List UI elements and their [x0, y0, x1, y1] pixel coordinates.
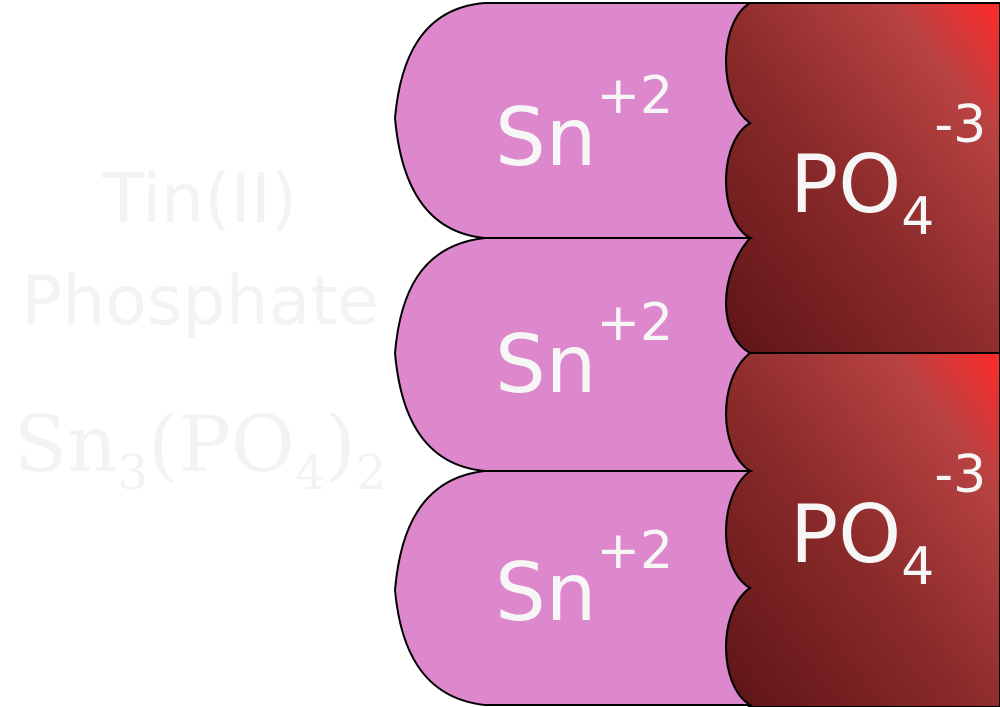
compound-formula: Sn3(PO4)2	[0, 395, 400, 523]
tin-ion-3-label: Sn+2	[495, 521, 673, 639]
phosphate-ion-1: PO4-3	[725, 1, 1000, 354]
phosphate-ion-1-label: PO4-3	[790, 95, 986, 247]
phosphate-ion-2: PO4-3	[725, 352, 1000, 707]
tin-ion-2-label: Sn+2	[495, 293, 673, 411]
tin-ion-3-shape	[393, 470, 754, 706]
tin-ion-3: Sn+2	[393, 470, 754, 706]
formula-subscript-oxygen: 4	[294, 445, 326, 501]
formula-phosphate: PO	[178, 400, 295, 490]
formula-close-paren: )	[325, 400, 356, 490]
formula-open-paren: (	[147, 400, 179, 490]
compound-name-line1: Tin(II)	[102, 160, 298, 239]
formula-element-tin: Sn	[13, 400, 118, 490]
formula-subscript-tin: 3	[117, 445, 148, 501]
phosphate-ion-2-label: PO4-3	[790, 445, 986, 597]
compound-name-line2: Phosphate	[21, 262, 379, 341]
tin-ion-1-label: Sn+2	[495, 66, 673, 184]
tin-ion-2: Sn+2	[393, 237, 754, 472]
tin-ion-1: Sn+2	[393, 1, 754, 239]
formula-subscript-phosphate: 2	[355, 445, 387, 501]
